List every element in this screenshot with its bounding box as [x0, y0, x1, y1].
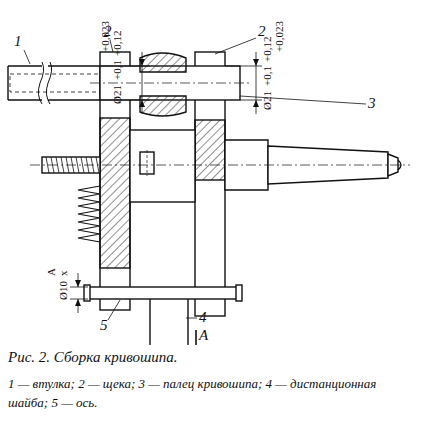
- dimension-text: x: [58, 271, 69, 277]
- crank-pin: [140, 53, 186, 72]
- screw-thread: [56, 157, 59, 173]
- screw-thread: [81, 157, 84, 173]
- dimension-line: [70, 299, 88, 300]
- bushing: [38, 62, 43, 104]
- dimension-text: Ø21: [112, 85, 123, 104]
- parts-list: 1 — втулка; 2 — щека; 3 — палец кривошип…: [8, 374, 418, 412]
- dimension-line: [70, 52, 262, 313]
- dimension-line: [78, 273, 79, 287]
- axle: [236, 285, 242, 301]
- screw-thread: [61, 157, 64, 173]
- dimension-text: +0,023: [100, 21, 111, 52]
- dimension-line: [100, 66, 150, 67]
- spacer-washer: [195, 330, 197, 345]
- dimension-text: +0,023: [274, 21, 285, 52]
- spacer-washer: [150, 299, 196, 345]
- leader-line: [186, 318, 197, 319]
- screw-thread: [51, 157, 54, 173]
- dimension-text: +0,12: [262, 37, 273, 62]
- bushing: [8, 62, 100, 104]
- leader-line: [108, 300, 120, 320]
- dimension-line: [240, 100, 262, 101]
- dimension-line: [100, 100, 150, 101]
- ratchet-teeth: [78, 186, 100, 242]
- dimension-line: [225, 66, 262, 67]
- callout-number: 5: [100, 318, 108, 333]
- screw-thread: [66, 157, 69, 173]
- leader-line: [240, 96, 366, 104]
- dimension-line: [142, 66, 143, 100]
- dimension-text: Ø21: [262, 91, 273, 110]
- cheek: [100, 118, 130, 268]
- dimension-text: +0,1: [112, 60, 123, 80]
- leader-line: [24, 38, 366, 320]
- leader-line: [24, 50, 30, 64]
- dimension-line: [256, 66, 257, 100]
- bushing: [8, 66, 42, 100]
- callout-number: 1: [14, 34, 22, 49]
- callout-number: A: [199, 328, 208, 343]
- bushing: [10, 74, 100, 92]
- figure-caption: Рис. 2. Сборка кривошипа.: [8, 350, 178, 365]
- screw-thread: [76, 157, 79, 173]
- dimension-line: [256, 52, 257, 66]
- axle: [84, 285, 242, 301]
- crank-pin: [90, 53, 250, 116]
- crank-pin: [90, 83, 250, 84]
- screw-thread: [86, 157, 89, 173]
- dimension-text: A: [46, 268, 57, 276]
- screw-thread: [91, 157, 94, 173]
- leader-line: [215, 38, 256, 54]
- hub: [130, 130, 195, 202]
- hub: [147, 150, 148, 176]
- callout-number: 4: [199, 310, 207, 325]
- bushing: [46, 62, 51, 104]
- screw-thread: [96, 157, 99, 173]
- ratchet-teeth: [78, 186, 100, 242]
- axle: [88, 287, 238, 299]
- hub: [130, 130, 195, 202]
- shaft: [30, 140, 410, 190]
- shaft: [30, 165, 410, 166]
- cheek: [195, 120, 225, 180]
- dimension-line: [256, 100, 257, 114]
- dimension-line: [78, 299, 79, 313]
- dimension-text: +0,12: [112, 31, 123, 56]
- callout-number: 3: [368, 96, 376, 111]
- screw-thread: [71, 157, 74, 173]
- dimension-text: +0,1: [262, 66, 273, 86]
- dimension-text: Ø10: [58, 281, 69, 300]
- dimension-line: [142, 100, 143, 114]
- screw-thread: [46, 157, 99, 173]
- dimension-line: [142, 52, 143, 66]
- dimension-line: [70, 287, 88, 288]
- screw-thread: [46, 157, 49, 173]
- crank-pin: [140, 96, 186, 116]
- spacer-washer: [150, 299, 188, 345]
